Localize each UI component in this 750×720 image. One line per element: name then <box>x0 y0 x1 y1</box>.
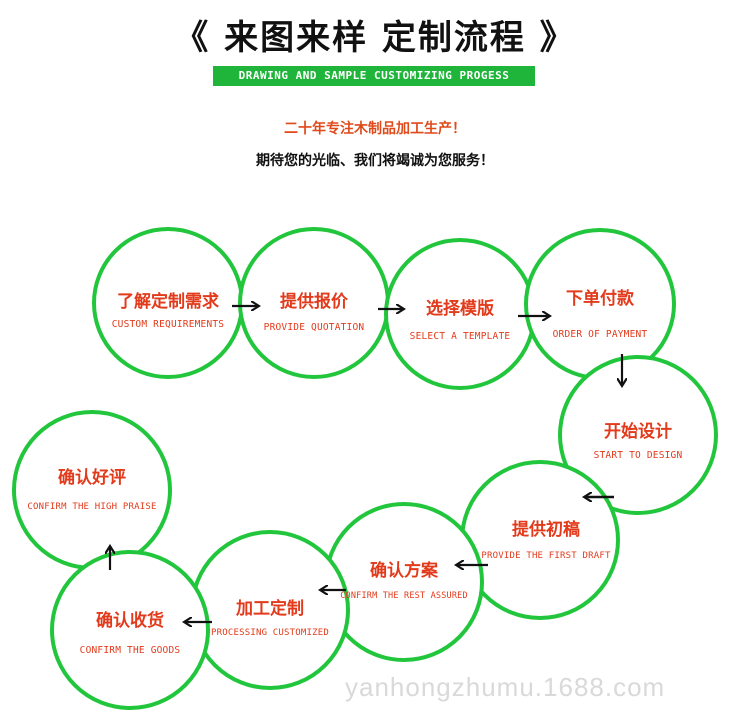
step-4-title: 下单付款 <box>566 289 634 309</box>
step-circle-5 <box>558 355 718 515</box>
step-1-subtitle: CUSTOM REQUIREMENTS <box>111 319 225 330</box>
step-6-title: 提供初稿 <box>512 520 580 540</box>
step-circle-6 <box>460 460 620 620</box>
step-3-subtitle: SELECT A TEMPLATE <box>409 331 511 342</box>
step-8-title: 加工定制 <box>236 599 304 619</box>
step-circle-8 <box>190 530 350 690</box>
step-8-subtitle: PROCESSING CUSTOMIZED <box>211 628 329 638</box>
step-10-title: 确认好评 <box>58 468 126 488</box>
step-2-title: 提供报价 <box>280 292 348 312</box>
step-3-title: 选择模版 <box>426 299 494 319</box>
step-circle-4 <box>524 228 676 380</box>
slogan-secondary: 期待您的光临、我们将竭诚为您服务！ <box>256 153 494 169</box>
step-5-title: 开始设计 <box>604 422 672 442</box>
step-circle-7 <box>324 502 484 662</box>
step-6-subtitle: PROVIDE THE FIRST DRAFT <box>481 551 611 561</box>
step-9-subtitle: CONFIRM THE GOODS <box>79 645 181 656</box>
step-circle-10 <box>12 410 172 570</box>
step-7-title: 确认方案 <box>370 561 438 581</box>
step-1-title: 了解定制需求 <box>117 292 219 312</box>
step-7-subtitle: CONFIRM THE REST ASSURED <box>340 591 468 601</box>
step-2-subtitle: PROVIDE QUOTATION <box>263 322 365 333</box>
watermark: yanhongzhumu.1688.com <box>345 672 666 702</box>
step-circle-1 <box>92 227 244 379</box>
step-9-title: 确认收货 <box>96 611 164 631</box>
subtitle-banner: DRAWING AND SAMPLE CUSTOMIZING PROGESS <box>213 66 535 86</box>
slogan-primary: 二十年专注木制品加工生产！ <box>284 121 466 137</box>
step-5-subtitle: START TO DESIGN <box>593 450 683 461</box>
step-4-subtitle: ORDER OF PAYMENT <box>552 329 648 340</box>
step-circle-9 <box>50 550 210 710</box>
step-10-subtitle: CONFIRM THE HIGH PRAISE <box>27 502 157 512</box>
page-title: 《 来图来样 定制流程 》 <box>174 18 576 58</box>
